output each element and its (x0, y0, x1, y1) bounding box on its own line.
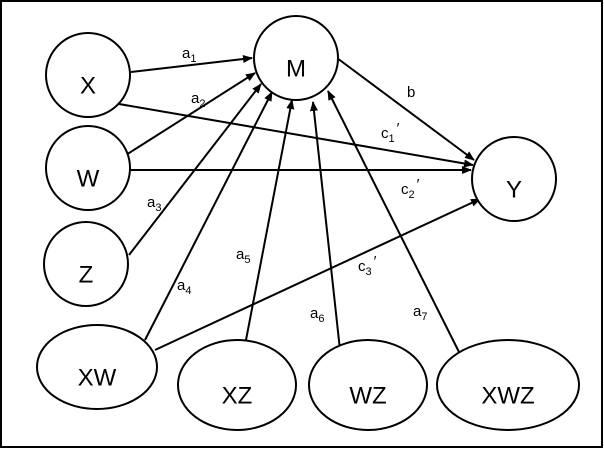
edge-label-m-to-y: b (407, 84, 415, 101)
edge-xw-to-m (144, 91, 273, 341)
node-xw: XW (36, 324, 158, 410)
edge-xw-to-y (154, 198, 481, 351)
node-xz-label: XZ (222, 383, 253, 410)
edge-wz-to-m (309, 101, 341, 351)
node-wz-ellipse (308, 339, 428, 431)
edge-x-to-y (118, 103, 474, 168)
node-m: M (253, 15, 339, 101)
node-xw-ellipse (36, 324, 158, 410)
node-x: X (45, 32, 131, 118)
node-y-ellipse (471, 136, 557, 222)
node-w-ellipse (45, 125, 131, 211)
node-xwz: XWZ (436, 339, 580, 431)
node-m-label: M (286, 56, 306, 83)
edge-x-to-m (130, 55, 253, 73)
node-xw-label: XW (78, 365, 117, 392)
node-z: Z (43, 221, 129, 307)
node-m-ellipse (253, 15, 339, 101)
node-wz: WZ (308, 339, 428, 431)
node-xz-ellipse (177, 339, 297, 431)
node-w-label: W (77, 166, 100, 193)
edge-xwz-to-m (327, 90, 460, 353)
node-y: Y (471, 136, 557, 222)
edge-m-to-y (336, 57, 475, 161)
node-xz: XZ (177, 339, 297, 431)
node-z-label: Z (79, 262, 94, 289)
node-x-label: X (80, 73, 96, 100)
edges-layer (118, 55, 481, 353)
node-y-label: Y (506, 177, 522, 204)
node-w: W (45, 125, 131, 211)
node-wz-label: WZ (349, 383, 386, 410)
edge-w-to-m (125, 72, 256, 156)
node-xwz-ellipse (436, 339, 580, 431)
node-z-ellipse (43, 221, 129, 307)
node-xwz-label: XWZ (481, 383, 534, 410)
node-x-ellipse (45, 32, 131, 118)
edge-xz-to-m (245, 99, 295, 341)
